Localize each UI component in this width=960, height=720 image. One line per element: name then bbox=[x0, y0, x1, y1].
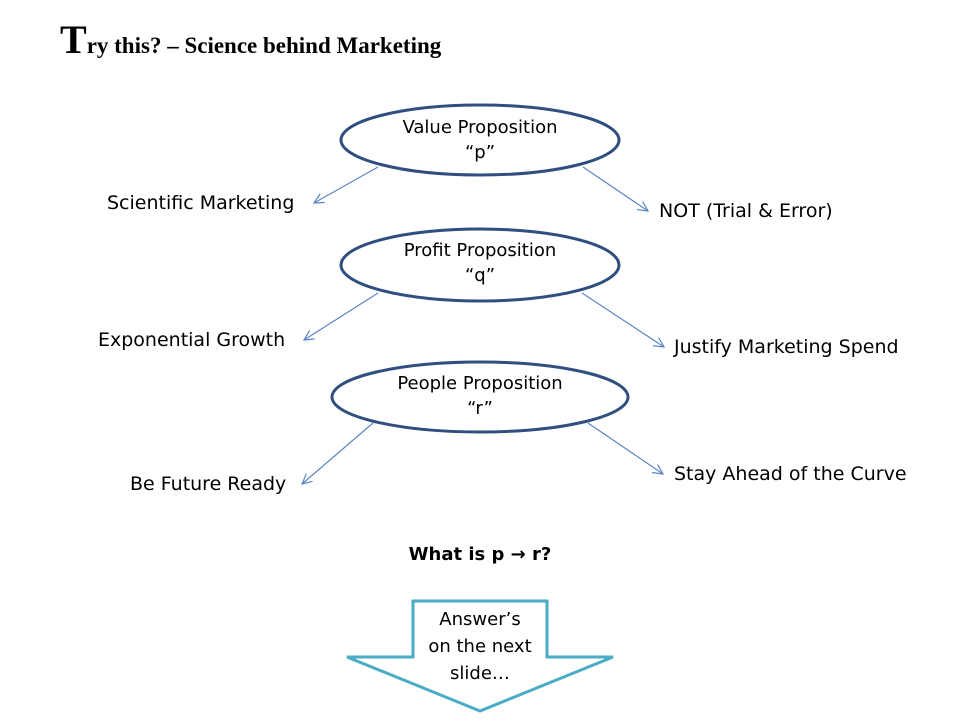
node-profit-proposition: Profit Proposition “q” bbox=[380, 238, 580, 288]
label-scientific-marketing: Scientific Marketing bbox=[107, 192, 295, 214]
node-value-proposition-symbol: “p” bbox=[464, 142, 496, 163]
node-profit-proposition-symbol: “q” bbox=[464, 265, 496, 286]
label-justify-marketing-spend: Justify Marketing Spend bbox=[674, 336, 899, 358]
label-not-trial-and-error: NOT (Trial & Error) bbox=[659, 200, 833, 222]
connector-r-right bbox=[587, 422, 663, 474]
connector-p-left bbox=[314, 166, 379, 203]
node-value-proposition-title: Value Proposition bbox=[402, 117, 558, 138]
slide-title: Try this? – Science behind Marketing bbox=[60, 16, 441, 64]
answer-arrow-line-2: on the next bbox=[428, 636, 532, 657]
node-people-proposition-symbol: “r” bbox=[467, 398, 493, 419]
answer-arrow-line-1: Answer’s bbox=[439, 609, 521, 630]
ellipse-value-proposition bbox=[339, 103, 621, 177]
label-exponential-growth: Exponential Growth bbox=[98, 329, 286, 351]
title-first-letter: T bbox=[60, 17, 87, 62]
label-be-future-ready: Be Future Ready bbox=[130, 473, 287, 495]
ellipse-profit-proposition bbox=[339, 227, 621, 303]
connector-r-left bbox=[302, 422, 374, 484]
connector-p-right bbox=[582, 166, 648, 211]
ellipse-people-proposition bbox=[330, 360, 630, 434]
title-rest: ry this? – Science behind Marketing bbox=[86, 33, 442, 58]
node-profit-proposition-title: Profit Proposition bbox=[403, 240, 557, 261]
connector-q-left bbox=[304, 292, 379, 340]
label-stay-ahead-of-the-curve: Stay Ahead of the Curve bbox=[674, 463, 907, 485]
question-text: What is p → r? bbox=[408, 544, 552, 565]
answer-arrow-text: Answer’s on the next slide… bbox=[405, 606, 555, 687]
connector-q-right bbox=[581, 292, 664, 347]
node-people-proposition-title: People Proposition bbox=[397, 373, 563, 394]
node-people-proposition: People Proposition “r” bbox=[380, 371, 580, 421]
answer-down-arrow bbox=[346, 599, 614, 713]
answer-arrow-line-3: slide… bbox=[450, 663, 510, 684]
node-value-proposition: Value Proposition “p” bbox=[380, 115, 580, 165]
